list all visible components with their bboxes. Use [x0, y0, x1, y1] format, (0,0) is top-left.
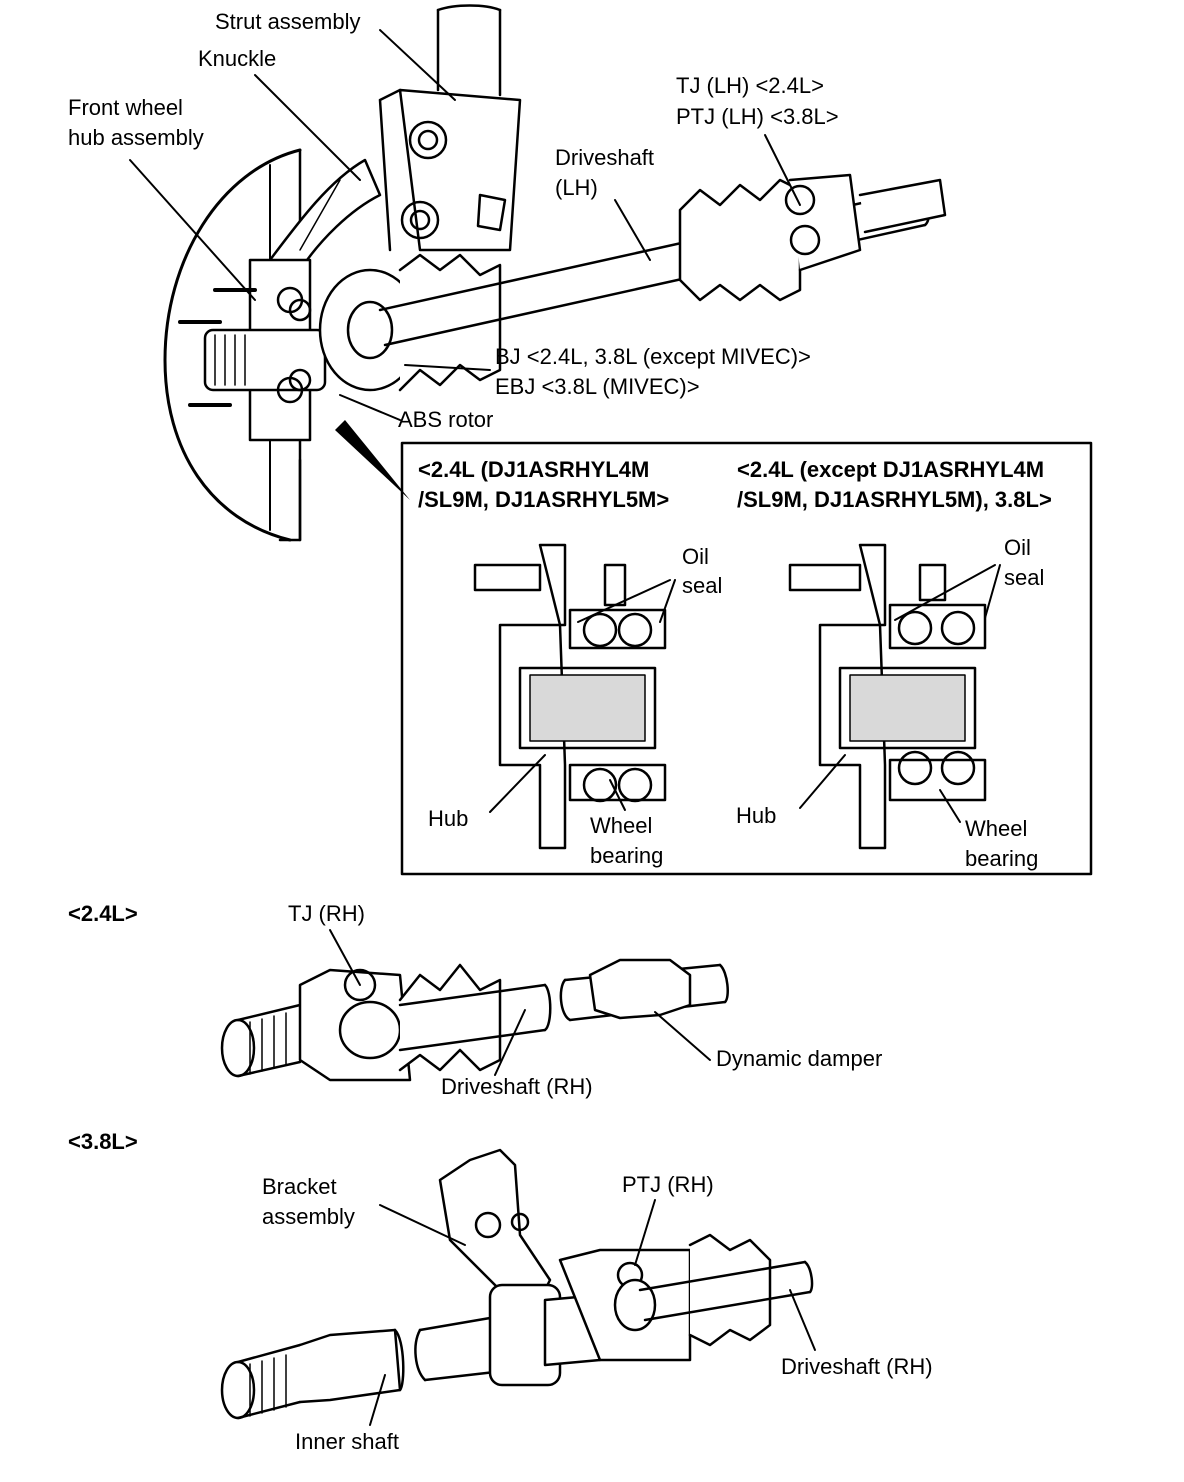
leader-lines-24 — [329, 929, 711, 1076]
inner-shaft-shape — [220, 1328, 405, 1420]
knuckle-shape — [268, 158, 382, 272]
detail-left-title-2: /SL9M, DJ1ASRHYL5M> — [418, 487, 670, 512]
bracket-assembly-shape — [438, 1148, 552, 1302]
detail-left-bearing — [473, 543, 676, 850]
label-bracket-2: assembly — [262, 1204, 355, 1229]
label-bj: BJ <2.4L, 3.8L (except MIVEC)> — [495, 344, 811, 369]
strut-assembly-shape — [378, 4, 522, 252]
label-left-hub: Hub — [428, 806, 469, 831]
label-dynamic-damper: Dynamic damper — [716, 1046, 883, 1071]
detail-right-title-1: <2.4L (except DJ1ASRHYL4M — [737, 457, 1045, 482]
label-knuckle: Knuckle — [198, 46, 277, 71]
label-strut-assembly: Strut assembly — [215, 9, 361, 34]
section-24-title: <2.4L> — [68, 901, 138, 926]
label-driveshaft-rh-38: Driveshaft (RH) — [781, 1354, 933, 1379]
hub-assembly-shape — [178, 258, 327, 442]
label-right-oil: Oil — [1004, 535, 1031, 560]
detail-left-title-1: <2.4L (DJ1ASRHYL4M — [418, 457, 650, 482]
label-tj-lh: TJ (LH) <2.4L> — [676, 73, 824, 98]
label-driveshaft-rh-24: Driveshaft (RH) — [441, 1074, 593, 1099]
label-left-bearing: bearing — [590, 843, 664, 868]
label-tj-rh: TJ (RH) — [288, 901, 365, 926]
label-right-bearing: bearing — [965, 846, 1039, 871]
label-right-wheel: Wheel — [965, 816, 1028, 841]
label-ptj-lh: PTJ (LH) <3.8L> — [676, 104, 839, 129]
label-inner-shaft: Inner shaft — [295, 1429, 399, 1454]
label-front-wheel-hub-1: Front wheel — [68, 95, 183, 120]
section-38-title: <3.8L> — [68, 1129, 138, 1154]
leader-lines-38 — [369, 1199, 816, 1426]
tj-lh-shape — [678, 173, 862, 302]
detail-right-title-2: /SL9M, DJ1ASRHYL5M), 3.8L> — [737, 487, 1052, 512]
label-front-wheel-hub-2: hub assembly — [68, 125, 204, 150]
label-abs-rotor: ABS rotor — [398, 407, 494, 432]
label-driveshaft-lh-1: Driveshaft — [555, 145, 655, 170]
label-ptj-rh: PTJ (RH) — [622, 1172, 714, 1197]
label-right-seal: seal — [1004, 565, 1045, 590]
detail-box — [400, 441, 1093, 876]
label-ebj: EBJ <3.8L (MIVEC)> — [495, 374, 700, 399]
label-right-hub: Hub — [736, 803, 777, 828]
driveshaft-rh-38-shape — [414, 1233, 814, 1387]
detail-right-bearing — [788, 543, 1001, 850]
driveshaft-rh-24-shape — [220, 958, 729, 1082]
label-left-oil: Oil — [682, 544, 709, 569]
label-left-wheel: Wheel — [590, 813, 653, 838]
label-bracket-1: Bracket — [262, 1174, 337, 1199]
label-driveshaft-lh-2: (LH) — [555, 175, 598, 200]
detail-pointer — [335, 420, 410, 500]
label-left-seal: seal — [682, 573, 723, 598]
leader-lines-top — [129, 29, 801, 421]
